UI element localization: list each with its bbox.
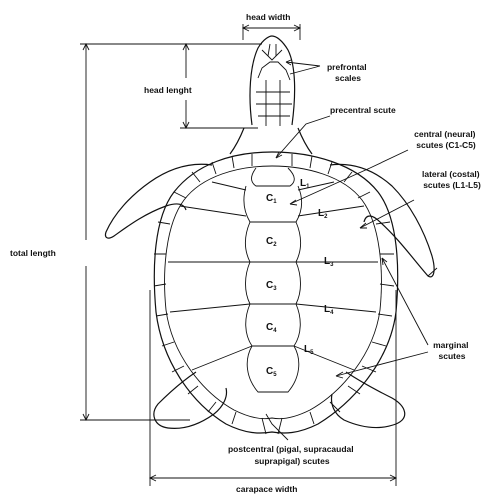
total-length-dimension: [80, 44, 190, 420]
carapace-width-label: carapace width: [236, 484, 297, 494]
scute-l3: L3: [324, 256, 334, 268]
turtle-head: [250, 36, 295, 126]
prefrontal-label: prefrontal scales: [327, 62, 369, 83]
head-width-label: head width: [246, 12, 290, 22]
scute-l2: L2: [318, 208, 328, 220]
scute-c3: C3: [266, 280, 277, 292]
total-length-label: total length: [10, 248, 56, 258]
rear-right-flipper: [332, 372, 405, 427]
carapace: [154, 152, 398, 434]
scute-l1: L1: [300, 178, 310, 190]
scute-c4: C4: [266, 322, 277, 334]
marginal-scutes-label: marginal scutes: [433, 340, 471, 361]
turtle-neck: [230, 128, 312, 154]
central-scutes-label: central (neural) scutes (C1-C5): [414, 129, 478, 150]
scute-l4: L4: [324, 304, 334, 316]
scute-c5: C5: [266, 366, 277, 378]
annotation-arrows: [266, 60, 428, 440]
precentral-label: precentral scute: [330, 105, 396, 115]
head-length-label: head lenght: [144, 85, 192, 95]
head-width-dimension: [243, 24, 300, 40]
scute-c1: C1: [266, 193, 277, 205]
lateral-scutes-label: lateral (costal) scutes (L1-L5): [422, 169, 482, 190]
annotation-labels: head width prefrontal scales head lenght…: [10, 12, 482, 494]
lateral-scute-labels: L1 L2 L3 L4 L5: [300, 178, 334, 356]
central-scute-labels: C1 C2 C3 C4 C5: [266, 193, 277, 378]
scute-l5: L5: [304, 344, 314, 356]
scute-c2: C2: [266, 236, 277, 248]
postcentral-scutes-label: postcentral (pigal, supracaudal suprapig…: [228, 444, 356, 466]
